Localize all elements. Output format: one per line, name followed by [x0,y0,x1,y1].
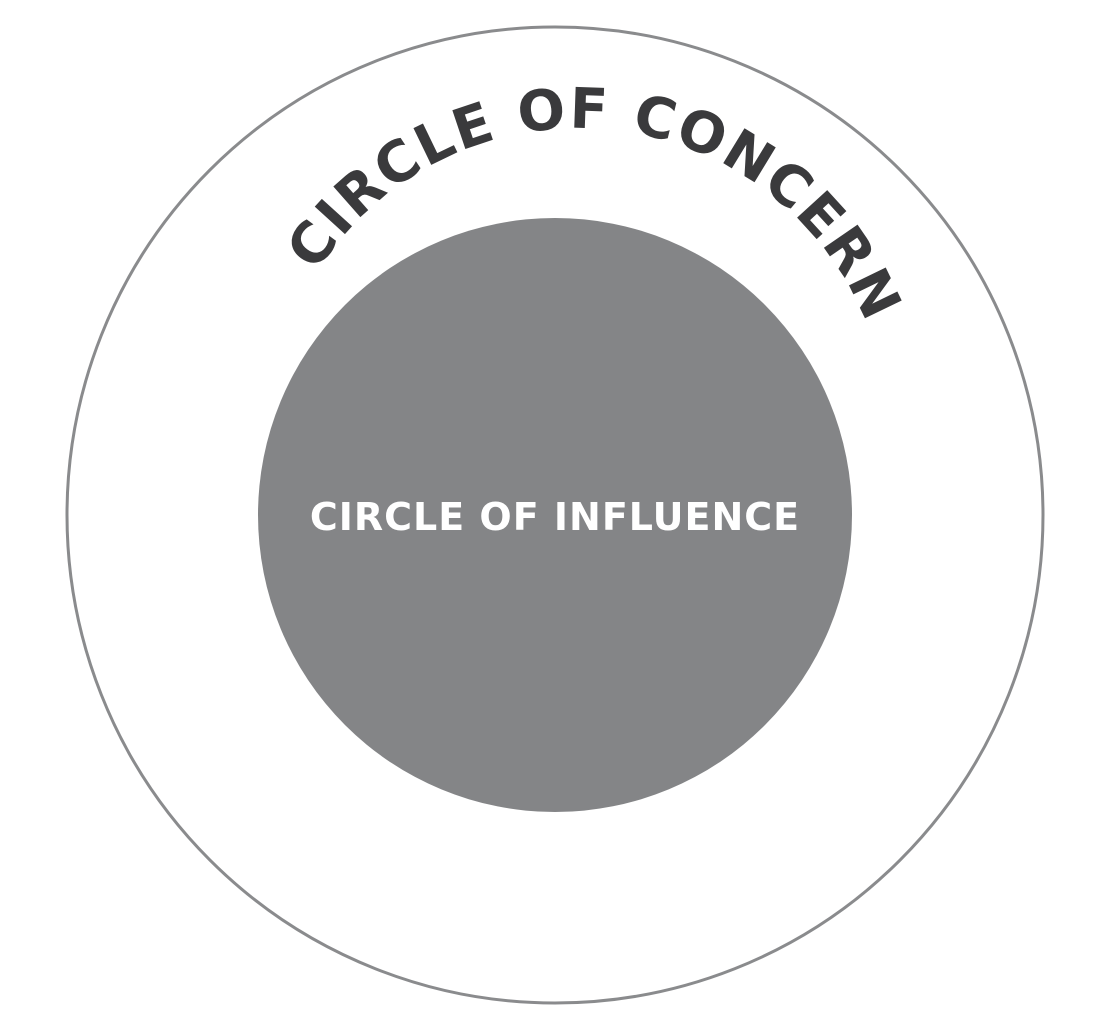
circle-of-influence-label: CIRCLE OF INFLUENCE [310,495,800,539]
circle-of-influence [258,218,852,812]
